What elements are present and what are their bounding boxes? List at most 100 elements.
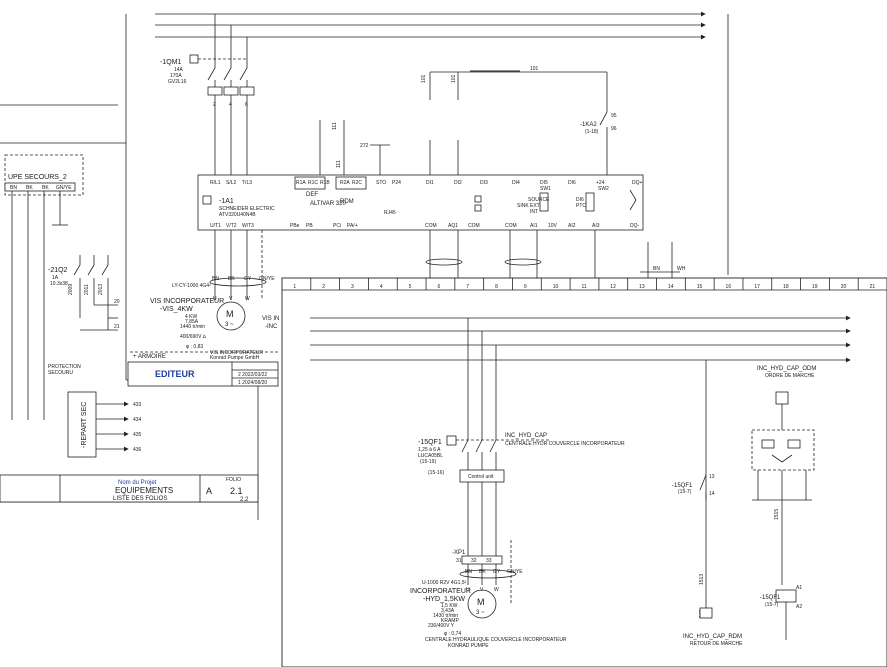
svg-text:2.2: 2.2 [240, 497, 249, 503]
relay-1ka2-tag: -1KA2 [580, 122, 597, 128]
column-number: 17 [754, 284, 760, 290]
svg-text:BK: BK [26, 185, 33, 191]
drive-bottom-terminal: AI2 [568, 223, 576, 229]
drive-top-terminal: DI6 [568, 180, 576, 186]
drive-bottom-terminal: V/T2 [226, 223, 237, 229]
drive-top-terminal: DI5 [540, 180, 548, 186]
column-number: 21 [870, 284, 876, 290]
svg-text:DI6: DI6 [576, 197, 584, 203]
svg-text:GY: GY [244, 276, 252, 282]
drive-bottom-terminal: PCi [333, 223, 341, 229]
column-number: 20 [841, 284, 847, 290]
contact-15qf1[interactable]: -15QF1 (15-7) 13 14 1513 813 INC_HYD_CAP… [672, 474, 743, 647]
xp1-tag: -XP1 [452, 550, 466, 556]
breaker-15qf1-tag: -15QF1 [418, 439, 442, 446]
drive-top-terminal: R1C [308, 180, 318, 186]
breaker-1qm1[interactable]: -1QM1 14A 170A GV2L16 2 4 6 [160, 54, 255, 175]
breaker-1qm1-symbol [189, 54, 199, 64]
svg-text:φ : 0,74: φ : 0,74 [444, 631, 461, 637]
drive-bottom-terminal: U/T1 [210, 223, 221, 229]
drive-top-terminal: DI3 [480, 180, 488, 186]
column-number: 3 [351, 284, 354, 290]
wire-272: 272 [360, 143, 369, 149]
column-number: 15 [697, 284, 703, 290]
column-number: 8 [495, 284, 498, 290]
drive-top-terminal: R1B [320, 180, 330, 186]
svg-text:M: M [477, 597, 485, 607]
drive-1a1[interactable]: -1A1 SCHNEIDER ELECTRIC ATV320U40N4B ALT… [197, 174, 644, 231]
svg-text:KONRAD PUMPE: KONRAD PUMPE [448, 643, 489, 649]
svg-text:1,5 KW: 1,5 KW [441, 603, 458, 609]
inc-label: -INC [265, 324, 278, 330]
motor-hyd-symbol [467, 589, 497, 619]
drive-maker: SCHNEIDER ELECTRIC [219, 206, 275, 212]
drive-top-terminal: T/L3 [242, 180, 252, 186]
svg-text:-15QF1: -15QF1 [672, 483, 693, 489]
svg-text:LUCA05BL: LUCA05BL [418, 453, 443, 459]
column-number: 13 [639, 284, 645, 290]
svg-text:21: 21 [114, 324, 120, 330]
column-number: 5 [409, 284, 412, 290]
breaker-1qm1-spec-1: 14A [174, 67, 184, 73]
svg-text:7,85A: 7,85A [185, 319, 199, 325]
folio-number: 2.1 [230, 486, 243, 496]
svg-text:10.3x38: 10.3x38 [50, 281, 68, 287]
svg-text:ORDRE DE MARCHE: ORDRE DE MARCHE [765, 373, 815, 379]
vis-in-label: VIS IN [262, 316, 279, 322]
title-block: Nom du Projet EQUIPEMENTS LISTE DES FOLI… [0, 474, 259, 503]
svg-text:(15-7): (15-7) [678, 489, 692, 495]
wire-101-loop: 101 101 101 [421, 66, 608, 112]
svg-text:433: 433 [133, 402, 142, 408]
svg-text:1A: 1A [52, 275, 59, 281]
drive-bottom-terminal: DQ- [630, 223, 640, 229]
column-number: 12 [610, 284, 616, 290]
left-panel: UPE SECOURS_2 BN BK BK GN/YE -21Q2 1A 10… [0, 104, 142, 458]
column-number: 18 [783, 284, 789, 290]
project-sub: LISTE DES FOLIOS [113, 496, 167, 502]
wire-101-a: 101 [421, 74, 427, 83]
column-number: 10 [553, 284, 559, 290]
relay-1ka2[interactable]: -1KA2 (1-18) 95 96 [580, 111, 617, 175]
breaker-15qf1[interactable]: -15QF1 1,25 à 6 A LUCA05BL (15-19) (15-1… [418, 433, 625, 585]
drive-top-terminal: R1A [296, 180, 306, 186]
svg-text:1515: 1515 [774, 509, 780, 520]
column-number: 19 [812, 284, 818, 290]
svg-text:1 2024/08/20: 1 2024/08/20 [238, 380, 267, 386]
column-number: 7 [466, 284, 469, 290]
svg-text:2011: 2011 [84, 284, 90, 295]
svg-text:SINK: SINK [517, 203, 529, 209]
motor-hyd: M 3 ~ U V W INCORPORATEUR -HYD_1,5KW 1,5… [410, 587, 567, 649]
svg-text:1440 tr/min: 1440 tr/min [180, 324, 205, 330]
motor-vis-output: BN BK GY GN/YE LY-CY-1000 4G4² M 3 ~ U V… [130, 230, 279, 361]
drive-bottom-terminal: COM [425, 223, 437, 229]
svg-text:2 2022/03/22: 2 2022/03/22 [238, 372, 267, 378]
svg-text:(15-7): (15-7) [765, 602, 779, 608]
drive-bottom-terminal: PB [306, 223, 313, 229]
svg-text:400/690V ∆: 400/690V ∆ [180, 334, 207, 340]
relay-1ka2-ref: (1-18) [585, 129, 599, 135]
svg-text:6: 6 [245, 102, 248, 108]
wire-101-b: 101 [451, 74, 457, 83]
svg-text:SW2: SW2 [598, 186, 609, 192]
svg-text:V: V [229, 296, 233, 302]
drive-top-terminal: DI2 [454, 180, 462, 186]
column-number: 14 [668, 284, 674, 290]
drive-rdm: RDM [340, 199, 354, 205]
motor-hyd-title2: -HYD_1,5KW [423, 596, 465, 603]
svg-text:32: 32 [471, 558, 477, 564]
wire-101-c: 101 [530, 66, 539, 72]
ups-box-label: UPE SECOURS_2 [8, 174, 67, 181]
svg-text:SECOURU: SECOURU [48, 370, 73, 376]
drive-bottom-terminal: PBe [290, 223, 300, 229]
folio-letter: A [206, 486, 212, 496]
svg-text:230/400V Y: 230/400V Y [428, 623, 455, 629]
svg-text:INC_HYD_CAP_RDM: INC_HYD_CAP_RDM [683, 634, 742, 640]
drive-top-terminal: S/L2 [226, 180, 237, 186]
svg-text:PROTECTION: PROTECTION [48, 364, 81, 370]
svg-text:Control unit: Control unit [468, 474, 494, 480]
svg-text:GN/YE: GN/YE [56, 185, 72, 191]
